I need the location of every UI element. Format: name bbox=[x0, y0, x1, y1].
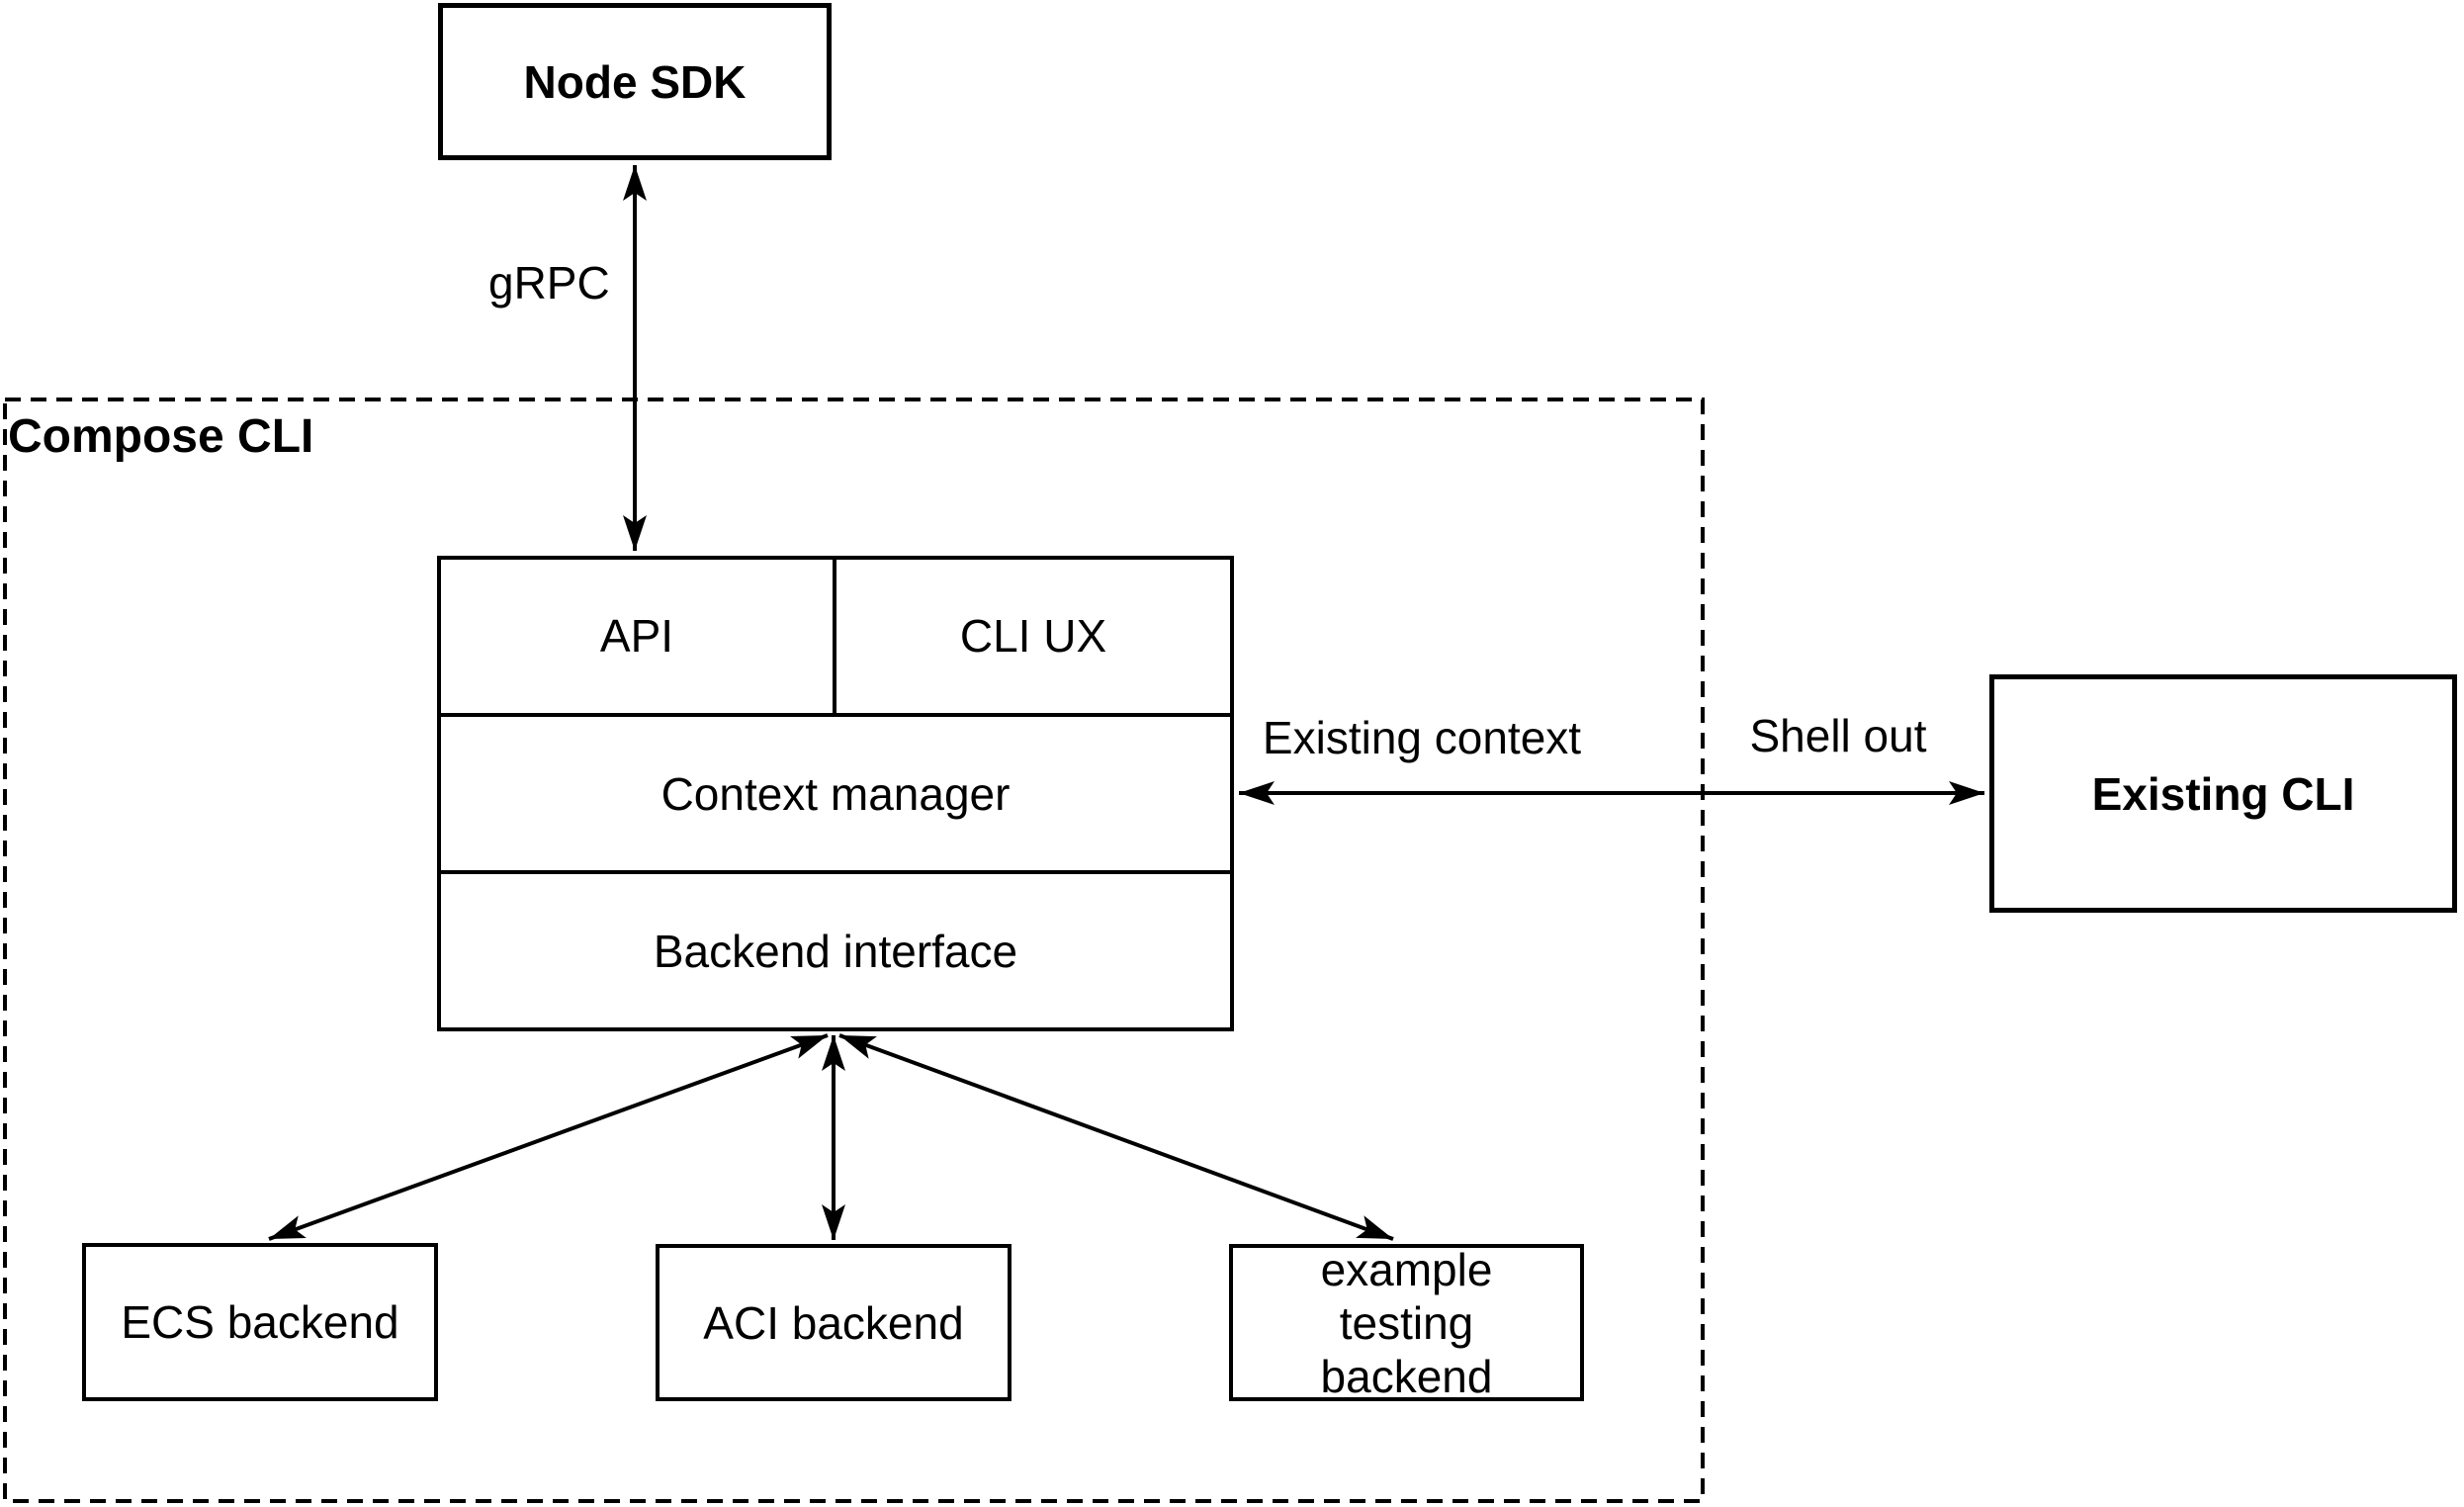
example-backend-arrow bbox=[838, 1033, 1394, 1241]
node-sdk-box: Node SDK bbox=[438, 3, 832, 160]
grpc-edge-label: gRPC bbox=[484, 257, 614, 309]
cli-ux-label: CLI UX bbox=[959, 610, 1107, 663]
cli-ux-cell: CLI UX bbox=[836, 560, 1230, 713]
existing-context-edge-label: Existing context bbox=[1258, 712, 1586, 763]
ecs-backend-arrow bbox=[268, 1033, 829, 1241]
ecs-backend-label: ECS backend bbox=[121, 1296, 399, 1348]
backend-interface-cell: Backend interface bbox=[441, 870, 1230, 1027]
example-testing-backend-label: example testing backend bbox=[1320, 1243, 1493, 1402]
example-testing-backend-box: example testing backend bbox=[1229, 1243, 1584, 1402]
existing-cli-label: Existing CLI bbox=[2091, 767, 2355, 820]
compose-cli-container-label: Compose CLI bbox=[8, 410, 314, 463]
aci-backend-box: ACI backend bbox=[656, 1244, 1012, 1401]
compose-cli-boundary bbox=[3, 398, 1705, 1503]
existing-cli-box: Existing CLI bbox=[1989, 674, 2457, 913]
shell-out-edge-label: Shell out bbox=[1745, 710, 1931, 761]
api-cell: API bbox=[441, 560, 836, 713]
aci-backend-label: ACI backend bbox=[703, 1296, 964, 1349]
node-sdk-label: Node SDK bbox=[523, 55, 747, 108]
context-manager-label: Context manager bbox=[660, 767, 1011, 820]
context-manager-cell: Context manager bbox=[441, 712, 1230, 871]
compose-cli-stack-box: API CLI UX Context manager Backend inter… bbox=[437, 556, 1234, 1031]
backend-interface-label: Backend interface bbox=[653, 925, 1018, 977]
api-label: API bbox=[599, 610, 674, 663]
stack-top-row: API CLI UX bbox=[441, 560, 1230, 713]
ecs-backend-box: ECS backend bbox=[82, 1243, 438, 1401]
